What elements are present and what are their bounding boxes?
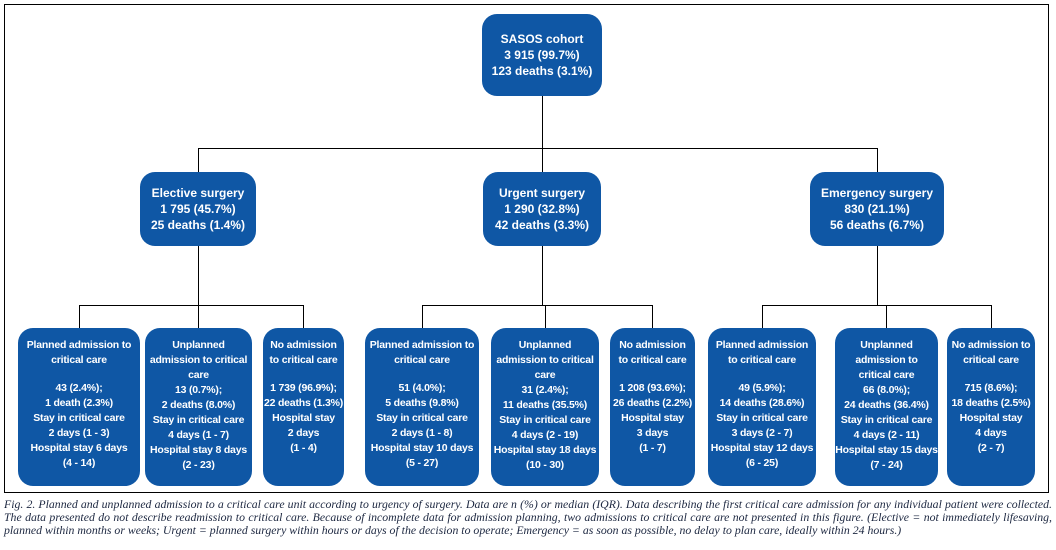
connector-line (542, 96, 543, 148)
node-title: Unplanned admission to critical care (149, 339, 248, 381)
connector-line (991, 305, 992, 328)
node-title: Planned admission to critical care (369, 339, 475, 366)
node-stats: 1 739 (96.9%); 22 deaths (1.3%) Hospital… (263, 382, 344, 454)
node-stats: 830 (21.1%) 56 deaths (6.7%) (829, 202, 925, 232)
node-emergency-planned-admission: Planned admission to critical care 49 (5… (708, 328, 816, 486)
connector-line (79, 305, 80, 328)
connector-line (762, 305, 763, 328)
connector-line (886, 305, 887, 328)
node-title: No admission to critical care (951, 339, 1031, 366)
connector-line (303, 305, 304, 328)
connector-line (877, 246, 878, 305)
node-emergency-no-admission: No admission to critical care 715 (8.6%)… (947, 328, 1035, 486)
node-stats: 31 (2.4%); 11 deaths (35.5%) Stay in cri… (493, 384, 597, 471)
node-title: No admission to critical care (618, 339, 687, 366)
node-stats: 49 (5.9%); 14 deaths (28.6%) Stay in cri… (710, 382, 814, 469)
connector-line (422, 305, 652, 306)
connector-line (652, 305, 653, 328)
connector-line (79, 305, 303, 306)
node-stats: 66 (8.0%); 24 deaths (36.4%) Stay in cri… (835, 384, 938, 471)
node-stats: 13 (0.7%); 2 deaths (8.0%) Stay in criti… (150, 384, 247, 471)
connector-line (198, 148, 877, 149)
node-stats: 3 915 (99.7%) 123 deaths (3.1%) (491, 48, 593, 78)
node-title: No admission to critical care (269, 339, 338, 366)
node-elective-surgery: Elective surgery 1 795 (45.7%) 25 deaths… (140, 172, 256, 246)
node-title: Emergency surgery (820, 186, 934, 200)
connector-line (545, 305, 546, 328)
connector-line (422, 305, 423, 328)
node-stats: 715 (8.6%); 18 deaths (2.5%) Hospital st… (951, 382, 1031, 454)
node-urgent-surgery: Urgent surgery 1 290 (32.8%) 42 deaths (… (483, 172, 601, 246)
connector-line (762, 305, 991, 306)
node-emergency-surgery: Emergency surgery 830 (21.1%) 56 deaths … (810, 172, 944, 246)
node-stats: 1 208 (93.6%); 26 deaths (2.2%) Hospital… (612, 382, 693, 454)
figure-frame (4, 4, 1049, 493)
node-title: Unplanned admission to critical care (496, 339, 594, 381)
node-stats: 1 290 (32.8%) 42 deaths (3.3%) (494, 202, 590, 232)
connector-line (198, 305, 199, 328)
node-emergency-unplanned-admission: Unplanned admission to critical care 66 … (835, 328, 938, 486)
figure-caption: Fig. 2. Planned and unplanned admission … (4, 497, 1052, 537)
node-title: Unplanned admission to critical care (855, 339, 918, 381)
node-title: Planned admission to critical care (715, 339, 809, 366)
node-elective-unplanned-admission: Unplanned admission to critical care 13 … (145, 328, 252, 486)
node-title: Urgent surgery (498, 186, 586, 200)
node-urgent-unplanned-admission: Unplanned admission to critical care 31 … (491, 328, 599, 486)
connector-line (877, 148, 878, 172)
connector-line (198, 148, 199, 172)
node-elective-no-admission: No admission to critical care 1 739 (96.… (263, 328, 344, 486)
node-title: Elective surgery (151, 186, 245, 200)
node-elective-planned-admission: Planned admission to critical care 43 (2… (18, 328, 140, 486)
node-stats: 1 795 (45.7%) 25 deaths (1.4%) (150, 202, 246, 232)
connector-line (542, 148, 543, 172)
node-stats: 43 (2.4%); 1 death (2.3%) Stay in critic… (30, 382, 128, 469)
node-sasos-cohort: SASOS cohort 3 915 (99.7%) 123 deaths (3… (482, 14, 602, 96)
node-urgent-planned-admission: Planned admission to critical care 51 (4… (365, 328, 479, 486)
connector-line (198, 246, 199, 305)
node-urgent-no-admission: No admission to critical care 1 208 (93.… (610, 328, 695, 486)
node-title: SASOS cohort (500, 32, 584, 46)
node-title: Planned admission to critical care (26, 339, 132, 366)
connector-line (542, 246, 543, 305)
node-stats: 51 (4.0%); 5 deaths (9.8%) Stay in criti… (370, 382, 474, 469)
